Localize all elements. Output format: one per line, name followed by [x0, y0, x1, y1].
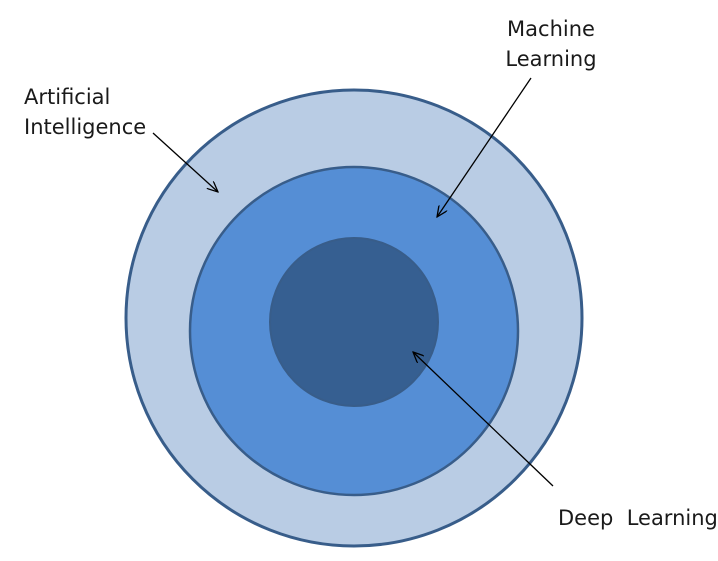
artificial-intelligence-label: Artificial Intelligence — [24, 82, 146, 142]
deep-learning-label: Deep Learning — [558, 503, 718, 533]
dl-label-text: Deep Learning — [558, 506, 718, 530]
ai-arrow — [152, 132, 218, 192]
ml-arrow — [437, 77, 532, 217]
deep-learning-circle — [269, 237, 439, 407]
ml-label-line2: Learning — [505, 47, 597, 71]
ai-label-line1: Artificial — [24, 85, 111, 109]
machine-learning-label: Machine Learning — [501, 14, 601, 74]
ai-label-line2: Intelligence — [24, 115, 147, 139]
dl-arrow — [413, 352, 554, 487]
ml-label-line1: Machine — [507, 17, 595, 41]
